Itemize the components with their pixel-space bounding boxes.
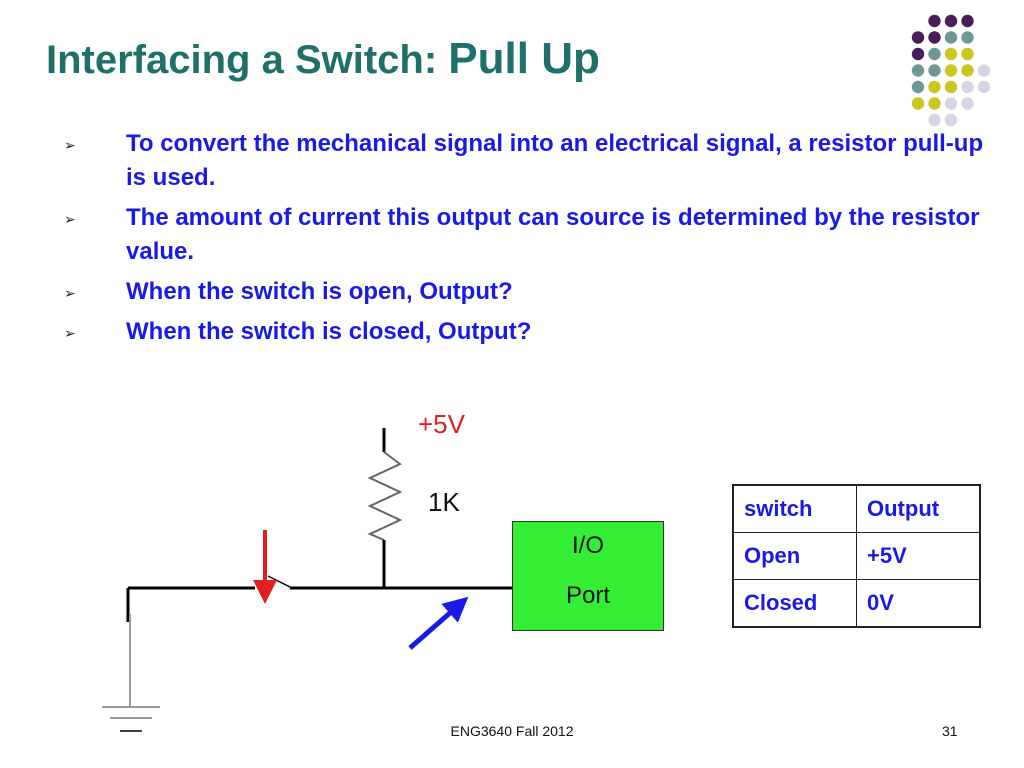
bullet-text: When the switch is closed, Output? <box>126 318 532 345</box>
decorative-dot <box>928 47 941 61</box>
table-header-row: switch Output <box>732 484 981 533</box>
decorative-dot <box>961 97 974 110</box>
table-row: Closed 0V <box>732 579 981 628</box>
table-cell: 0V <box>856 579 981 628</box>
decorative-dot <box>961 64 974 77</box>
decorative-dot <box>928 97 941 110</box>
bullet-text: The amount of current this output can so… <box>126 204 980 265</box>
bullet-text: To convert the mechanical signal into an… <box>126 130 984 191</box>
switch-contact-lever <box>267 575 293 589</box>
decorative-dot <box>944 97 958 110</box>
table-header-cell: switch <box>732 484 857 533</box>
decorative-dot <box>911 80 925 94</box>
bullet-list: ➢ To convert the mechanical signal into a… <box>60 127 990 355</box>
decorative-dot <box>961 80 974 94</box>
resistor-value-label: 1K <box>428 487 460 517</box>
slide-title: Interfacing a Switch: Pull Up <box>46 34 600 84</box>
io-port-box: I/O Port <box>512 521 664 631</box>
io-port-label-line1: I/O <box>571 532 604 559</box>
decorative-dot <box>944 31 958 44</box>
decorative-dot <box>911 31 925 44</box>
pullup-resistor-symbol <box>367 451 403 541</box>
switch-output-table: switch Output Open +5V Closed 0V <box>732 484 981 628</box>
decorative-dot-grid <box>911 14 991 127</box>
decorative-dot <box>944 64 958 77</box>
decorative-dot <box>944 14 958 28</box>
slide-title-part2: Pull Up <box>448 34 600 83</box>
decorative-dot <box>911 64 925 77</box>
decorative-dot <box>928 14 941 28</box>
footer-course-label: ENG3640 Fall 2012 <box>450 723 574 739</box>
footer-page-number: 31 <box>942 723 958 739</box>
arrow-bullet-icon: ➢ <box>64 325 76 341</box>
bullet-item: ➢ The amount of current this output can s… <box>60 201 990 269</box>
decorative-dot <box>961 47 974 61</box>
decorative-dot <box>961 14 974 28</box>
supply-voltage-label: +5V <box>418 409 465 439</box>
arrow-bullet-icon: ➢ <box>64 211 76 227</box>
table-row: Open +5V <box>732 532 981 580</box>
table-cell: Closed <box>732 579 857 628</box>
decorative-dot <box>944 80 958 94</box>
bullet-item: ➢ To convert the mechanical signal into a… <box>60 127 990 195</box>
decorative-dot <box>928 113 941 127</box>
decorative-dot <box>961 31 974 44</box>
decorative-dot <box>911 97 925 110</box>
table-header-cell: Output <box>856 484 981 533</box>
bullet-item: ➢ When the switch is closed, Output? <box>60 315 990 349</box>
table-cell: Open <box>732 532 857 580</box>
decorative-dot <box>944 47 958 61</box>
slide-title-part1: Interfacing a Switch: <box>46 38 449 82</box>
decorative-dot <box>944 113 958 127</box>
io-port-label-line2: Port <box>565 582 610 609</box>
decorative-dot <box>977 80 991 94</box>
bullet-item: ➢ When the switch is open, Output? <box>60 275 990 309</box>
arrow-bullet-icon: ➢ <box>64 137 76 153</box>
decorative-dot <box>911 47 925 61</box>
decorative-dot <box>928 80 941 94</box>
decorative-dot <box>977 64 991 77</box>
table-cell: +5V <box>856 532 981 580</box>
output-pointer-arrow <box>408 596 469 650</box>
arrow-bullet-icon: ➢ <box>64 285 76 301</box>
decorative-dot <box>928 64 941 77</box>
decorative-dot <box>928 31 941 44</box>
pullup-circuit-diagram <box>102 428 512 732</box>
bullet-text: When the switch is open, Output? <box>126 278 513 305</box>
